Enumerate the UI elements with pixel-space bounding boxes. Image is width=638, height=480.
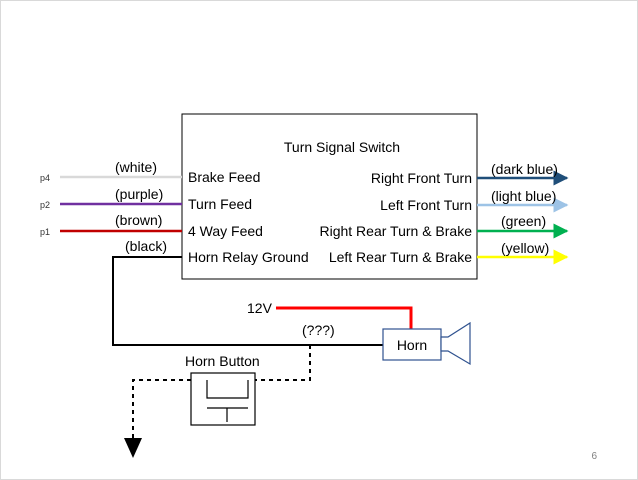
terminal-brake-feed: Brake Feed bbox=[188, 169, 260, 185]
horn-button-box bbox=[190, 372, 256, 426]
switch-contact-icon bbox=[206, 380, 249, 422]
page-number: 6 bbox=[591, 451, 597, 462]
wire-12v-supply bbox=[276, 306, 413, 329]
pin-label-p4: p4 bbox=[40, 173, 50, 183]
terminal-4-way-feed: 4 Way Feed bbox=[188, 223, 263, 239]
ground-arrow-icon bbox=[124, 438, 142, 458]
wire-label-brown: (brown) bbox=[115, 212, 162, 228]
wire-label-green: (green) bbox=[501, 213, 546, 229]
terminal-right-front-turn: Right Front Turn bbox=[371, 170, 472, 186]
horn-button-label: Horn Button bbox=[185, 353, 260, 369]
turn-signal-switch-box bbox=[181, 113, 478, 280]
wire-black-ground bbox=[112, 256, 383, 346]
wire-label-yellow: (yellow) bbox=[501, 240, 549, 256]
horn-box bbox=[382, 328, 442, 361]
wire-ground-dashed bbox=[132, 379, 191, 440]
wire-label-black: (black) bbox=[125, 238, 167, 254]
horn-label: Horn bbox=[397, 337, 427, 353]
terminal-right-rear-turn-brake: Right Rear Turn & Brake bbox=[319, 223, 472, 239]
terminal-horn-relay-ground: Horn Relay Ground bbox=[188, 249, 309, 265]
terminal-turn-feed: Turn Feed bbox=[188, 196, 252, 212]
terminal-left-front-turn: Left Front Turn bbox=[380, 197, 472, 213]
wire-label-dark-blue: (dark blue) bbox=[491, 161, 558, 177]
wire-label-purple: (purple) bbox=[115, 186, 163, 202]
pin-label-p1: p1 bbox=[40, 227, 50, 237]
pin-label-p2: p2 bbox=[40, 200, 50, 210]
switch-title: Turn Signal Switch bbox=[284, 139, 400, 155]
wire-label-light-blue: (light blue) bbox=[491, 188, 556, 204]
horn-speaker-icon bbox=[440, 321, 471, 366]
wire-unknown-dashed bbox=[255, 345, 311, 381]
terminal-left-rear-turn-brake: Left Rear Turn & Brake bbox=[329, 249, 472, 265]
wire-label-white: (white) bbox=[115, 159, 157, 175]
supply-label-12v: 12V bbox=[247, 300, 273, 316]
unknown-wire-label: (???) bbox=[302, 322, 335, 338]
